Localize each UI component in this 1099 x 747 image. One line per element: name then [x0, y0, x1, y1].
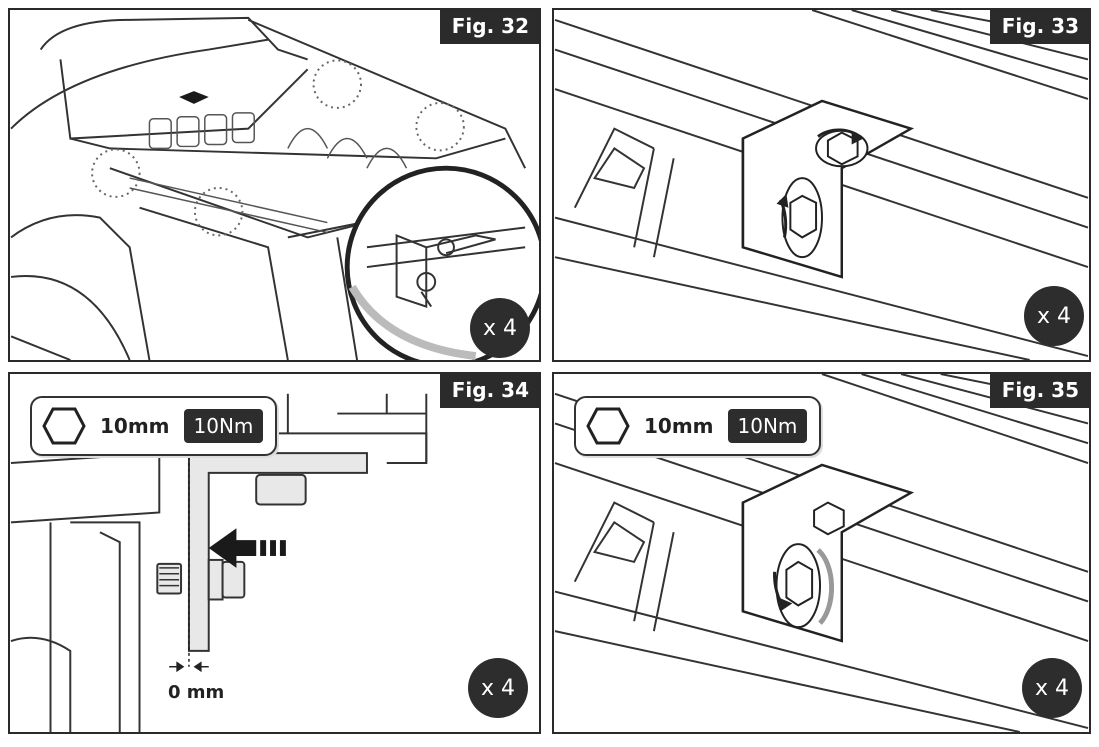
- bracket-profile-illustration: [10, 393, 428, 732]
- figure-34-panel: 10mm 10Nm 0 mm Fig. 34 x 4: [8, 372, 541, 734]
- hex-wrench-icon: [42, 407, 86, 445]
- bracket-closeup-illustration: [554, 10, 1089, 360]
- figure-35-panel: 10mm 10Nm Fig. 35 x 4: [552, 372, 1091, 734]
- tool-spec-box: 10mm 10Nm: [30, 396, 278, 456]
- quantity-badge: x 4: [470, 298, 530, 358]
- quantity-badge: x 4: [1022, 658, 1082, 718]
- figure-label: Fig. 33: [989, 10, 1089, 44]
- tool-spec-box: 10mm 10Nm: [574, 396, 822, 456]
- hex-wrench-icon: [586, 407, 630, 445]
- tool-size: 10mm: [100, 414, 170, 438]
- torque-value: 10Nm: [183, 409, 264, 443]
- quantity-badge: x 4: [468, 658, 528, 718]
- figure-33-panel: Fig. 33 x 4: [552, 8, 1091, 362]
- truck-bed-illustration: [10, 16, 539, 360]
- torque-value: 10Nm: [727, 409, 808, 443]
- figure-label: Fig. 35: [989, 374, 1089, 408]
- quantity-badge: x 4: [1024, 286, 1084, 346]
- gap-measurement: 0 mm: [168, 682, 225, 703]
- figure-label: Fig. 34: [439, 374, 539, 408]
- figure-32-panel: Fig. 32 x 4: [8, 8, 541, 362]
- figure-label: Fig. 32: [439, 10, 539, 44]
- tool-size: 10mm: [644, 414, 714, 438]
